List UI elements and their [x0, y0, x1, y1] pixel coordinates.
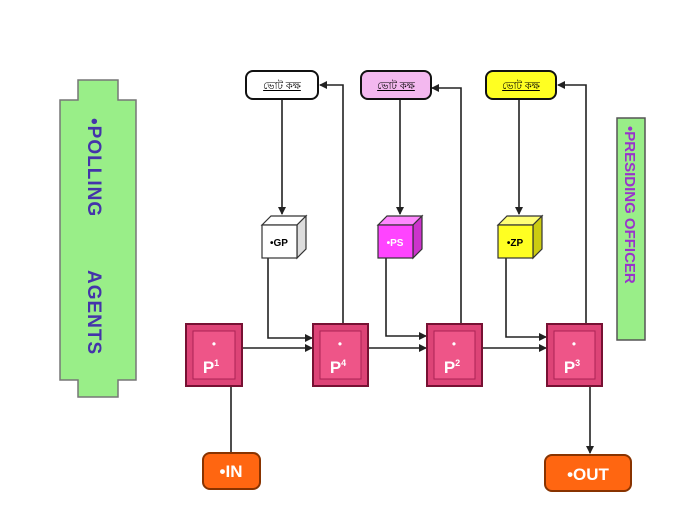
- officer-p1-sup: 1: [214, 358, 219, 368]
- officer-p1-inner: [192, 330, 236, 380]
- officer-p2-dot: •: [452, 337, 456, 351]
- officer-p4-inner: [319, 330, 362, 380]
- entry-in-shape: [202, 452, 261, 490]
- exit-out: •OUT: [544, 454, 632, 492]
- presiding-officer-banner-shape: [616, 117, 646, 341]
- entry-in: •IN: [202, 452, 261, 490]
- vote-box-2-shape: [360, 70, 432, 100]
- officer-p1-dot: •: [212, 337, 216, 351]
- officer-p1-letter: P: [203, 358, 214, 377]
- polling-agents-banner-shape: [59, 79, 137, 398]
- vote-box-3-label: ভোট কক্ষ: [502, 79, 541, 92]
- polling-agents-line1: •POLLING: [83, 118, 104, 217]
- vote-box-1: ভোট কক্ষ: [245, 70, 319, 100]
- cube-zp: •ZP: [496, 214, 544, 260]
- cube-gp-front: [261, 224, 298, 259]
- flow-connectors: [227, 81, 594, 454]
- officer-p1: • P1: [185, 323, 243, 387]
- officer-p3-letter: P: [564, 358, 575, 377]
- officer-p4-label: P4: [330, 358, 346, 377]
- connector-gp-to-p4: [267, 258, 313, 342]
- officer-p3-sup: 3: [575, 358, 580, 368]
- officer-p3-inner: [553, 330, 596, 380]
- exit-out-label: •OUT: [567, 465, 609, 484]
- officer-p2-inner: [433, 330, 476, 380]
- officer-p1-label: P1: [203, 358, 219, 377]
- connector-p4-to-vote-box-1: [319, 81, 344, 323]
- cube-ps-label: •PS: [387, 238, 404, 249]
- officer-p2-label: P2: [444, 358, 460, 377]
- officer-p4-letter: P: [330, 358, 341, 377]
- connector-p3-to-vote-box-3: [557, 81, 587, 323]
- presiding-officer-banner: •PRESIDING OFFICER: [616, 117, 646, 341]
- vote-box-1-shape: [245, 70, 319, 100]
- officer-p3-label: P3: [564, 358, 580, 377]
- vote-box-3-shape: [485, 70, 557, 100]
- connector-zp-to-p3: [505, 258, 547, 341]
- polling-agents-banner: •POLLING AGENTS: [59, 79, 137, 398]
- officer-p3: • P3: [546, 323, 603, 387]
- vote-box-1-label: ভোট কক্ষ: [263, 79, 302, 92]
- officer-p3-dot: •: [572, 337, 576, 351]
- cube-gp: •GP: [260, 214, 308, 260]
- officer-p2: • P2: [426, 323, 483, 387]
- entry-in-label: •IN: [220, 462, 243, 481]
- presiding-officer-label: •PRESIDING OFFICER: [621, 126, 638, 284]
- cube-ps: •PS: [376, 214, 424, 260]
- connector-p2-to-vote-box-2: [431, 84, 462, 323]
- vote-box-2-label: ভোট কক্ষ: [377, 79, 416, 92]
- polling-agents-line2: AGENTS: [83, 270, 104, 355]
- officer-p2-letter: P: [444, 358, 455, 377]
- officer-p2-sup: 2: [455, 358, 460, 368]
- cube-gp-label: •GP: [270, 238, 288, 249]
- cube-ps-front: [377, 224, 414, 259]
- vote-box-3: ভোট কক্ষ: [485, 70, 557, 100]
- cube-zp-front: [497, 224, 534, 259]
- officer-p4-sup: 4: [341, 358, 346, 368]
- connector-ps-to-p2: [385, 258, 427, 340]
- cube-zp-label: •ZP: [507, 238, 524, 249]
- officer-p4: • P4: [312, 323, 369, 387]
- exit-out-shape: [544, 454, 632, 492]
- vote-box-2: ভোট কক্ষ: [360, 70, 432, 100]
- officer-p4-dot: •: [338, 337, 342, 351]
